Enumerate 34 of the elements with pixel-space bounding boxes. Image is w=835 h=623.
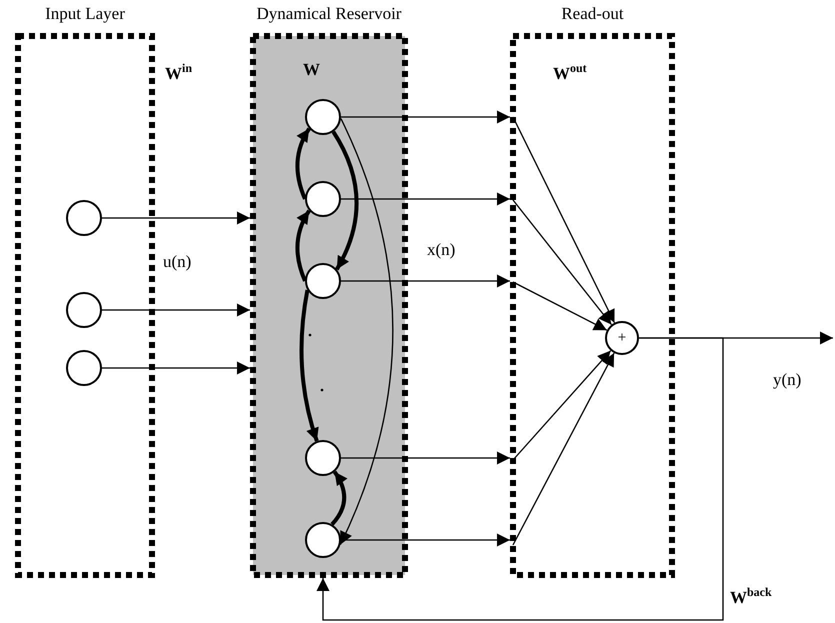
arrow [512, 350, 612, 460]
arrow [300, 290, 320, 442]
layer-title: Input Layer [45, 3, 125, 25]
arrow [512, 352, 615, 546]
arrow [341, 274, 510, 288]
neuron-circle [66, 292, 102, 328]
arrow [341, 192, 510, 206]
weight-label: W [303, 60, 320, 80]
signal-label: y(n) [773, 370, 802, 390]
arrow [316, 337, 724, 621]
signal-label: u(n) [163, 252, 192, 272]
layer-title: Read-out [561, 3, 624, 25]
arrow [341, 452, 510, 464]
signal-label: x(n) [427, 240, 456, 260]
arrow [332, 130, 359, 270]
arrow [295, 128, 311, 200]
plus-sign: + [618, 330, 626, 346]
arrow [102, 304, 250, 316]
arrow [512, 116, 616, 324]
neuron-circle [66, 200, 102, 236]
arrow [295, 210, 311, 282]
weight-label: W$^{back}$ [730, 584, 772, 608]
sum-circle [605, 321, 639, 355]
arrow [512, 200, 612, 326]
arrow [341, 110, 510, 124]
arrow [102, 362, 250, 374]
neuron-circle [66, 350, 102, 386]
weight-label: W$^{in}$ [165, 60, 192, 84]
weight-label: W$^{out}$ [553, 60, 587, 84]
arrow [330, 470, 348, 526]
arrow [102, 212, 250, 224]
arrow [340, 118, 394, 545]
layer-title: Dynamical Reservoir [256, 3, 402, 25]
arrow [512, 281, 608, 331]
